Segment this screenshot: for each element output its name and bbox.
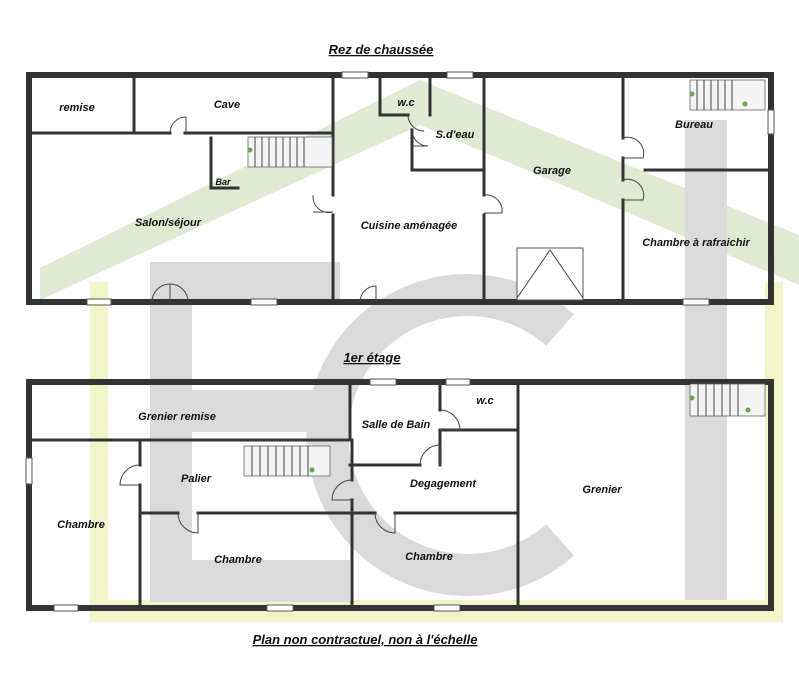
room-label-palier: Palier [181,473,212,485]
grenier-stairs [689,383,766,417]
chambre-rafraichir-door[interactable] [622,178,645,201]
window [682,298,710,306]
bureau-stairs [689,79,766,111]
room-label-cave: Cave [214,99,240,111]
window [341,71,369,79]
chambre-right-door[interactable] [374,512,396,534]
window [446,71,474,79]
room-label-bar: Bar [215,177,231,187]
first-floor-title: 1er étage [343,350,400,365]
room-label-chambre-left: Chambre [57,519,105,531]
wc-door[interactable] [407,114,425,132]
salon-double-door[interactable] [151,283,189,303]
room-label-sdeau: S.d'eau [436,129,475,141]
room-label-cuisine: Cuisine aménagée [361,220,458,232]
room-label-chambre-rafraichir: Chambre à rafraichir [642,237,750,249]
room-label-chambre-right: Chambre [405,551,453,563]
cave-door[interactable] [169,116,187,134]
room-label-salle-bain: Salle de Bain [362,419,431,431]
garage-door[interactable] [483,194,503,214]
room-label-degagement: Degagement [410,478,477,490]
palier-door[interactable] [331,479,353,501]
disclaimer-text: Plan non contractuel, non à l'échelle [253,632,478,647]
first-floor-plan: Grenier remise Salle de Bain w.c Palier … [25,378,774,612]
chambre-left-door[interactable] [119,464,141,486]
ground-floor-title: Rez de chaussée [329,42,434,57]
room-label-salon: Salon/séjour [135,217,202,229]
garage-gate[interactable] [516,247,584,301]
room-label-wc-first: w.c [476,395,493,407]
salle-bain-door[interactable] [419,444,441,466]
window [86,298,112,306]
watermark-logo [40,80,799,622]
window [767,109,775,135]
room-label-bureau: Bureau [675,119,713,131]
window [53,604,79,612]
window [433,604,461,612]
room-label-grenier-remise: Grenier remise [138,411,216,423]
room-label-grenier: Grenier [582,484,622,496]
window [445,378,471,386]
salon-door[interactable] [312,194,334,213]
first-floor-stairs [243,445,331,477]
cuisine-exterior-door[interactable] [359,285,377,303]
window [250,298,278,306]
room-label-garage: Garage [533,165,571,177]
sdeau-door[interactable] [411,129,429,147]
ground-stairs [247,136,333,168]
wc-first-door[interactable] [439,409,461,431]
room-label-remise: remise [59,102,94,114]
ground-floor-plan: remise Cave w.c S.d'eau Garage Bureau Ba… [26,71,775,306]
chambre-mid-door[interactable] [177,512,199,534]
window [25,457,33,485]
window [266,604,294,612]
room-label-chambre-mid: Chambre [214,554,262,566]
window [369,378,397,386]
bureau-door[interactable] [622,136,645,159]
room-label-wc: w.c [397,97,414,109]
